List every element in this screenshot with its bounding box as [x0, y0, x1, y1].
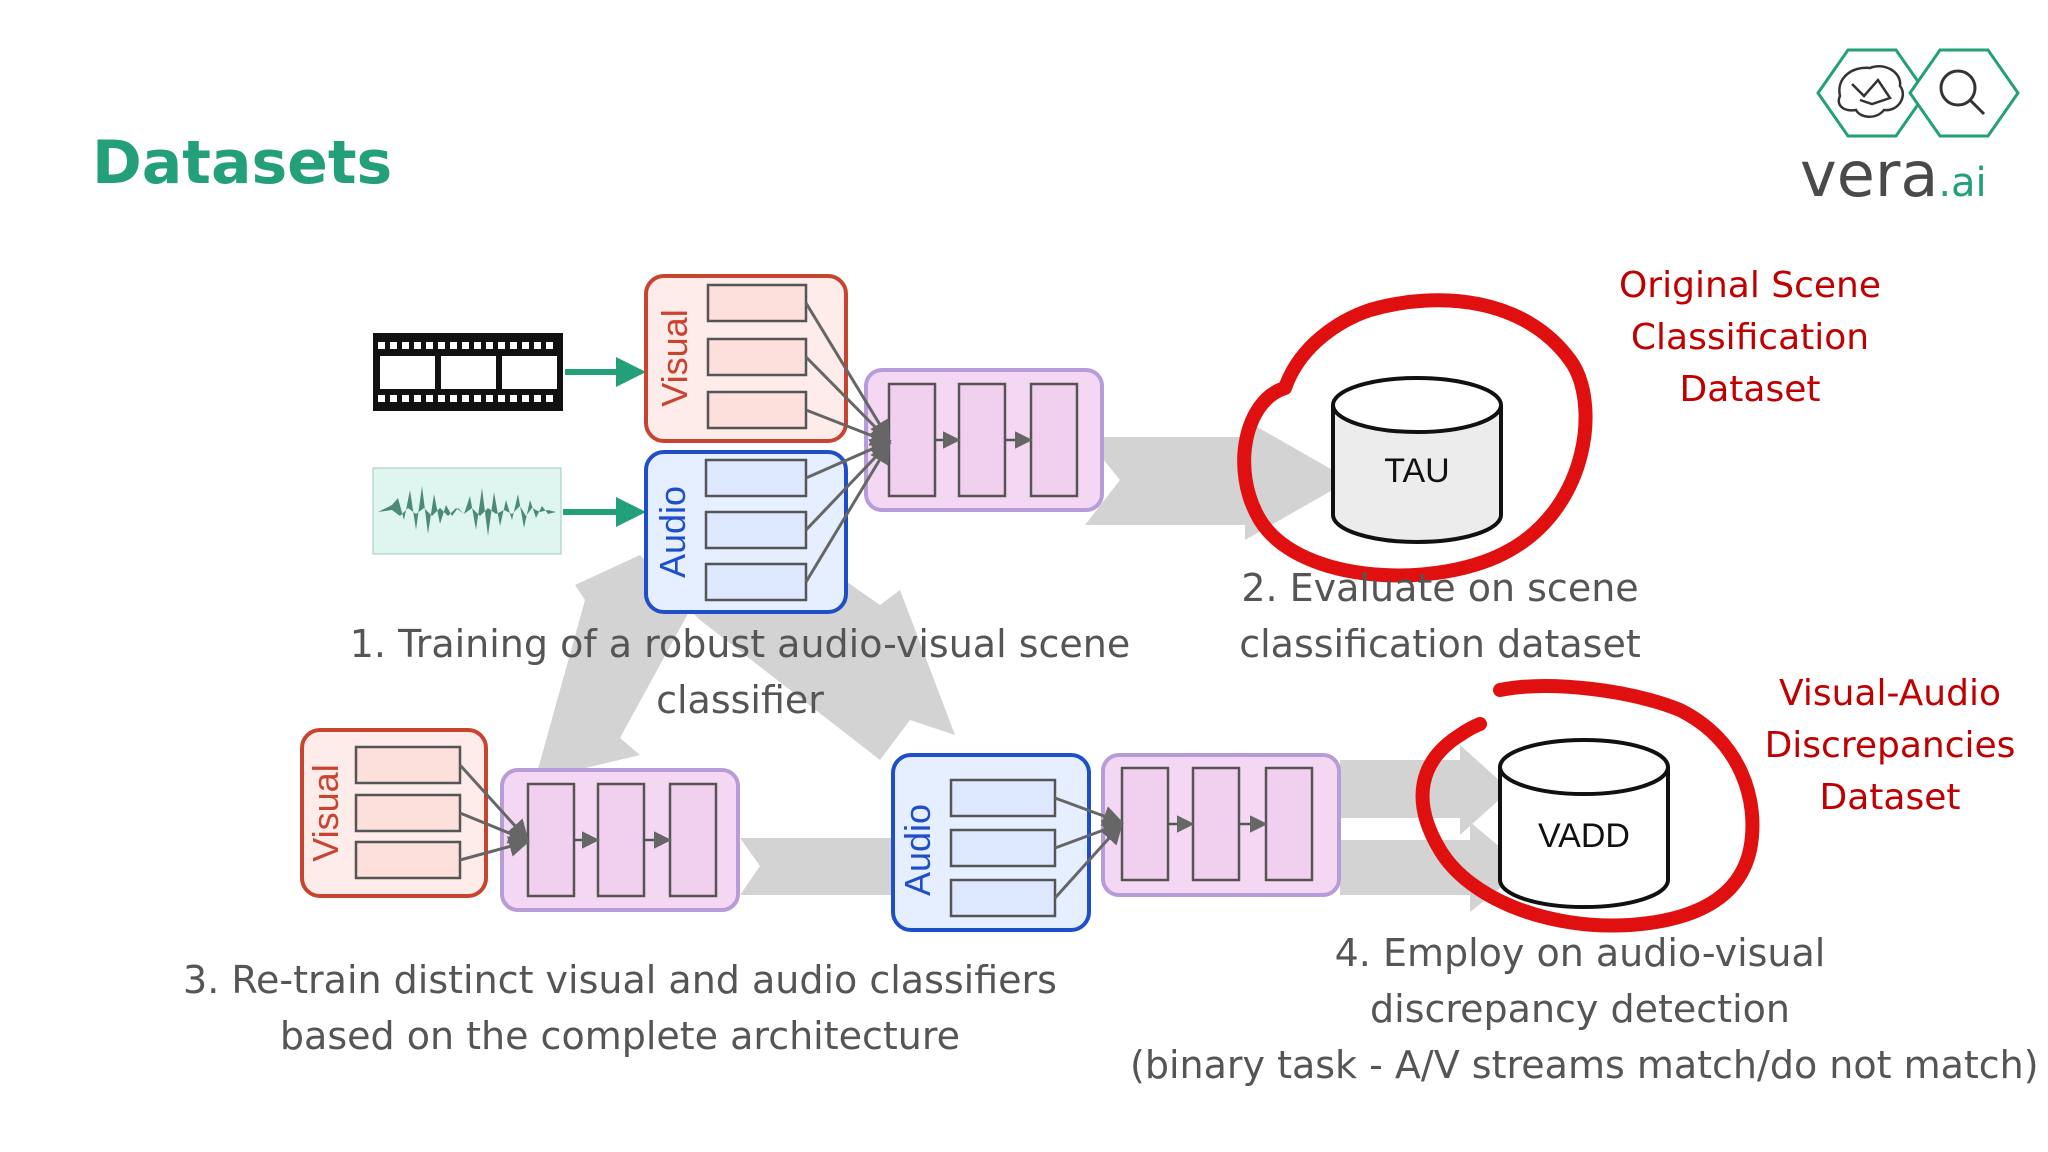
step1-caption: 1. Training of a robust audio-visual sce…: [340, 616, 1140, 728]
visual-encoder-step3: Visual: [300, 728, 488, 898]
step2-line1: 2. Evaluate on scene: [1241, 566, 1639, 610]
audio-encoder-step3: Audio: [891, 753, 1091, 932]
annotation-vadd-line3: Dataset: [1819, 777, 1961, 818]
annotation-vadd-line1: Visual-Audio: [1779, 673, 2001, 714]
connectors-step3-left: [458, 763, 531, 862]
audio-encoder-step1: Audio: [644, 450, 848, 614]
step3-caption: 3. Re-train distinct visual and audio cl…: [170, 952, 1070, 1064]
step4-line2: discrepancy detection: [1370, 987, 1790, 1031]
annotation-original-line3: Dataset: [1679, 369, 1821, 410]
database-cylinder-icon-tau: TAU: [1331, 376, 1503, 544]
vera-ai-logo-word: vera.ai: [1800, 138, 1987, 211]
flow-arrow-bottom-middle: [740, 838, 895, 895]
annotation-vadd-dataset: Visual-Audio Discrepancies Dataset: [1740, 668, 2040, 824]
step1-line2: classifier: [656, 678, 824, 722]
brain-icon: [1837, 65, 1905, 118]
step2-caption: 2. Evaluate on scene classification data…: [1200, 560, 1680, 672]
step4-line1: 4. Employ on audio-visual: [1334, 931, 1826, 975]
classifier-step3-right: [1101, 753, 1341, 897]
connectors-step3-right: [1053, 796, 1124, 900]
tau-label: TAU: [1384, 452, 1449, 490]
visual-label-step3: Visual: [305, 764, 346, 861]
step2-line2: classification dataset: [1239, 622, 1641, 666]
classifier-step3-left: [500, 768, 740, 912]
film-strip-icon: [373, 333, 563, 411]
visual-label-step1: Visual: [654, 309, 695, 406]
audio-waveform-icon: [372, 467, 562, 555]
highlight-circle-tau: [1237, 293, 1593, 583]
annotation-original-dataset: Original Scene Classification Dataset: [1590, 260, 1910, 416]
step3-line2: based on the complete architecture: [279, 1014, 961, 1058]
page-title: Datasets: [92, 128, 393, 198]
magnifier-icon: [1939, 69, 1986, 116]
step1-line1: 1. Training of a robust audio-visual sce…: [349, 622, 1131, 666]
audio-label-step1: Audio: [652, 486, 693, 578]
flow-arrow-to-tau: [1085, 420, 1350, 540]
annotation-original-line2: Classification: [1630, 317, 1870, 358]
visual-encoder-step1: Visual: [644, 274, 848, 443]
step3-line1: 3. Re-train distinct visual and audio cl…: [183, 958, 1057, 1002]
audio-label-step3: Audio: [897, 804, 938, 896]
vera-ai-logo-mark: [1816, 48, 2020, 138]
connectors-step1: [804, 302, 892, 583]
database-cylinder-icon-vadd: VADD: [1498, 738, 1670, 909]
highlight-circle-vadd: [1415, 679, 1760, 933]
annotation-vadd-line2: Discrepancies: [1764, 725, 2016, 766]
classifier-step1: [864, 368, 1104, 512]
step4-line3: (binary task - A/V streams match/do not …: [1130, 1043, 2039, 1087]
annotation-original-line1: Original Scene: [1618, 265, 1882, 306]
vadd-label: VADD: [1538, 817, 1630, 855]
step4-caption: 4. Employ on audio-visual discrepancy de…: [1130, 925, 2039, 1093]
